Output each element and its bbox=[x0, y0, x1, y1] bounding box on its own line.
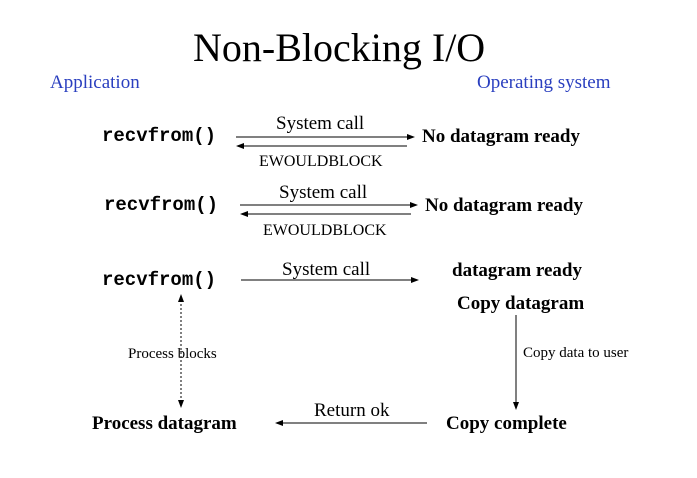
recvfrom-call-2: recvfrom() bbox=[104, 194, 219, 216]
process-blocks-arrow bbox=[178, 294, 184, 408]
application-label: Application bbox=[50, 72, 140, 93]
system-call-label-1: System call bbox=[276, 113, 365, 134]
copy-data-to-user-label: Copy data to user bbox=[523, 345, 629, 361]
return-ok-arrow bbox=[275, 420, 427, 426]
reply-arrow-2 bbox=[240, 211, 411, 217]
process-datagram: Process datagram bbox=[92, 413, 237, 434]
copy-complete: Copy complete bbox=[446, 413, 567, 434]
recvfrom-call-3: recvfrom() bbox=[102, 269, 217, 291]
no-datagram-ready-1: No datagram ready bbox=[422, 126, 580, 147]
request-arrow-1 bbox=[236, 134, 415, 140]
system-call-label-2: System call bbox=[279, 182, 368, 203]
copy-datagram: Copy datagram bbox=[457, 293, 585, 314]
return-ok-label: Return ok bbox=[314, 400, 390, 421]
ewouldblock-label-2: EWOULDBLOCK bbox=[263, 222, 387, 239]
recvfrom-call-1: recvfrom() bbox=[102, 125, 217, 147]
datagram-ready: datagram ready bbox=[452, 260, 582, 281]
os-label: Operating system bbox=[477, 72, 611, 93]
system-call-label-3: System call bbox=[282, 259, 371, 280]
request-arrow-2 bbox=[240, 202, 418, 208]
ewouldblock-label-1: EWOULDBLOCK bbox=[259, 153, 383, 170]
reply-arrow-1 bbox=[236, 143, 407, 149]
copy-data-arrow bbox=[513, 315, 519, 410]
process-blocks-label: Process blocks bbox=[128, 346, 217, 362]
no-datagram-ready-2: No datagram ready bbox=[425, 195, 583, 216]
diagram-title: Non-Blocking I/O bbox=[193, 25, 486, 70]
request-arrow-3 bbox=[241, 277, 419, 283]
